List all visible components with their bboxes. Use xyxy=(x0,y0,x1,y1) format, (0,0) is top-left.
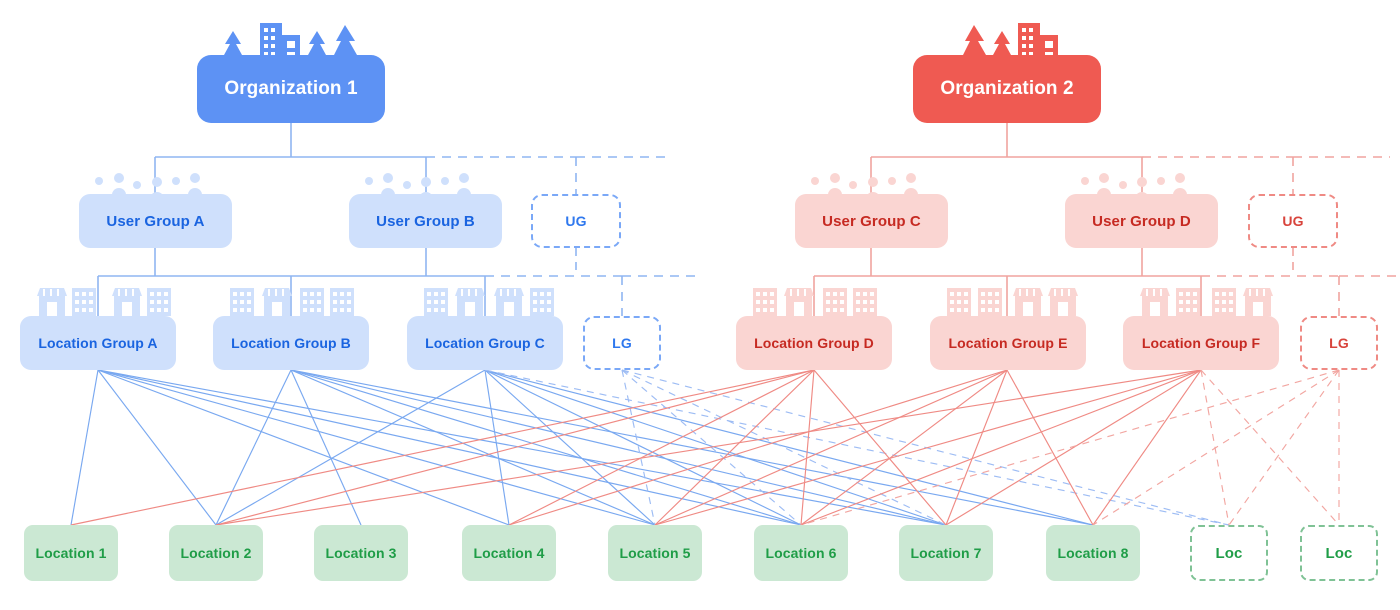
org-node-organization-2[interactable]: Organization 2 xyxy=(913,55,1101,123)
location-group-placeholder-red[interactable]: LG xyxy=(1300,316,1378,370)
location-group-placeholder-blue[interactable]: LG xyxy=(583,316,661,370)
location-group-d-buildings-icon xyxy=(753,288,877,316)
location-placeholder-1[interactable]: Loc xyxy=(1190,525,1268,581)
location-group-c-buildings-icon xyxy=(424,288,554,316)
user-group-placeholder-blue[interactable]: UG xyxy=(531,194,621,248)
location-group-node-b[interactable]: Location Group B xyxy=(213,316,369,370)
location-node-6[interactable]: Location 6 xyxy=(754,525,848,581)
location-node-5[interactable]: Location 5 xyxy=(608,525,702,581)
location-node-4[interactable]: Location 4 xyxy=(462,525,556,581)
location-group-b-buildings-icon xyxy=(230,288,354,316)
blue-placeholder-links xyxy=(484,369,1230,526)
user-group-node-a[interactable]: User Group A xyxy=(79,194,232,248)
org-node-organization-1[interactable]: Organization 1 xyxy=(197,55,385,123)
location-node-2[interactable]: Location 2 xyxy=(169,525,263,581)
location-node-8[interactable]: Location 8 xyxy=(1046,525,1140,581)
org2-tree-links xyxy=(813,123,1400,316)
user-group-node-c[interactable]: User Group C xyxy=(795,194,948,248)
location-placeholder-2[interactable]: Loc xyxy=(1300,525,1378,581)
location-group-node-d[interactable]: Location Group D xyxy=(736,316,892,370)
location-group-node-e[interactable]: Location Group E xyxy=(930,316,1086,370)
red-assignment-links xyxy=(70,369,1202,526)
location-group-a-buildings-icon xyxy=(37,288,171,316)
location-group-node-f[interactable]: Location Group F xyxy=(1123,316,1279,370)
location-group-f-buildings-icon xyxy=(1140,288,1273,316)
location-group-node-c[interactable]: Location Group C xyxy=(407,316,563,370)
user-group-node-b[interactable]: User Group B xyxy=(349,194,502,248)
location-node-1[interactable]: Location 1 xyxy=(24,525,118,581)
location-node-3[interactable]: Location 3 xyxy=(314,525,408,581)
location-group-node-a[interactable]: Location Group A xyxy=(20,316,176,370)
user-group-node-d[interactable]: User Group D xyxy=(1065,194,1218,248)
red-placeholder-links xyxy=(800,369,1340,526)
location-node-7[interactable]: Location 7 xyxy=(899,525,993,581)
location-group-e-buildings-icon xyxy=(947,288,1078,316)
user-group-placeholder-red[interactable]: UG xyxy=(1248,194,1338,248)
org1-tree-links xyxy=(97,123,700,316)
